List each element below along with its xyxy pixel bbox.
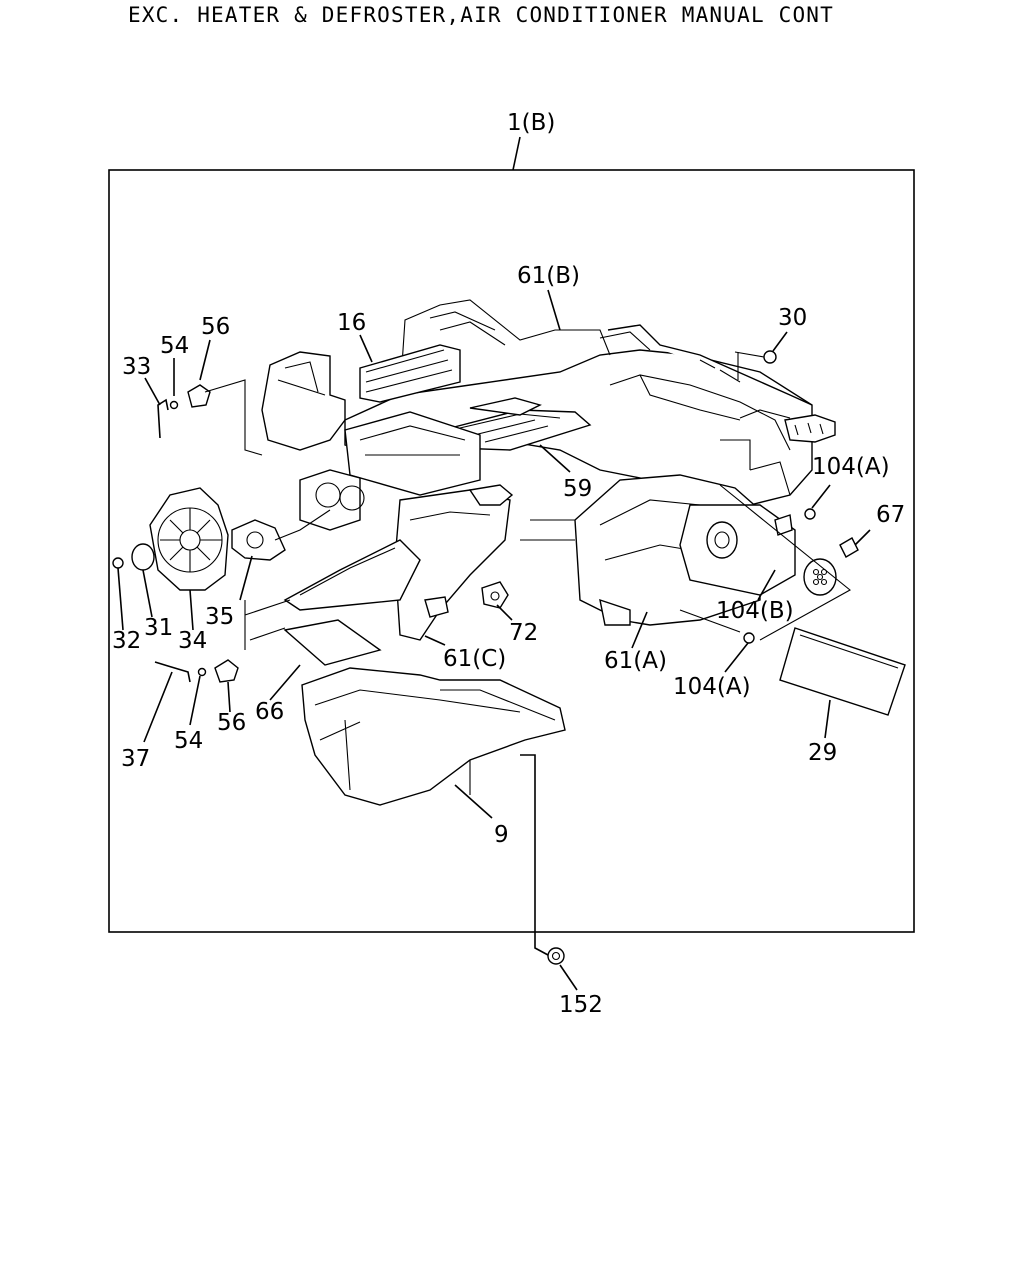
callout-56-upper: 56 <box>201 314 230 340</box>
pin-link <box>679 609 741 633</box>
link-152 <box>520 754 549 956</box>
rod-37 <box>154 661 191 683</box>
callout-31: 31 <box>144 615 173 641</box>
callout-34: 34 <box>178 628 207 654</box>
blower-housing-34 <box>149 487 229 591</box>
filter-16 <box>359 344 461 403</box>
rod-33 <box>157 398 169 439</box>
callout-16: 16 <box>337 310 366 336</box>
screw-32 <box>112 557 124 569</box>
central-box <box>299 411 481 531</box>
callout-67: 67 <box>876 502 905 528</box>
callout-104b: 104(B) <box>716 598 794 624</box>
callout-61a: 61(A) <box>604 648 667 674</box>
clip-67 <box>839 537 859 558</box>
motor-104b <box>679 504 796 596</box>
callout-30: 30 <box>778 305 807 331</box>
callout-54-upper: 54 <box>160 333 189 359</box>
assembly-frame <box>108 169 915 933</box>
callout-72: 72 <box>509 620 538 646</box>
callout-56-lower: 56 <box>217 710 246 736</box>
filter-plate-66 <box>244 599 382 666</box>
callout-29: 29 <box>808 740 837 766</box>
callout-61b: 61(B) <box>517 263 580 289</box>
screw-30 <box>763 350 777 364</box>
leader-lines <box>117 136 871 991</box>
filter-panel-29 <box>779 627 906 716</box>
pin-104a-upper <box>804 508 816 520</box>
fan-wheel <box>803 558 837 596</box>
page-title: EXC. HEATER & DEFROSTER,AIR CONDITIONER … <box>128 3 834 27</box>
lower-case-9 <box>301 667 566 806</box>
callout-59: 59 <box>563 476 592 502</box>
callout-104a-lower: 104(A) <box>673 674 751 700</box>
motor-link-lines <box>719 484 851 641</box>
grommet-72 <box>481 581 509 609</box>
callout-66: 66 <box>255 699 284 725</box>
pin-104a-lower <box>743 632 755 644</box>
clip-54-lower <box>197 667 207 677</box>
clip-54-upper <box>169 400 179 410</box>
callout-61c: 61(C) <box>443 646 506 672</box>
callout-32: 32 <box>112 628 141 654</box>
callout-35: 35 <box>205 604 234 630</box>
nut-152 <box>547 947 565 965</box>
clip-56-upper <box>187 384 211 408</box>
disc-31 <box>131 543 155 571</box>
callout-1b: 1(B) <box>507 110 555 136</box>
actuator-35 <box>231 509 331 561</box>
callout-9: 9 <box>494 822 509 848</box>
callout-37: 37 <box>121 746 150 772</box>
callout-152: 152 <box>559 992 603 1018</box>
clip-56-lower <box>214 659 239 683</box>
callout-54-lower: 54 <box>174 728 203 754</box>
callout-104a-upper: 104(A) <box>812 454 890 480</box>
callout-33: 33 <box>122 354 151 380</box>
duct-61c <box>283 484 514 641</box>
